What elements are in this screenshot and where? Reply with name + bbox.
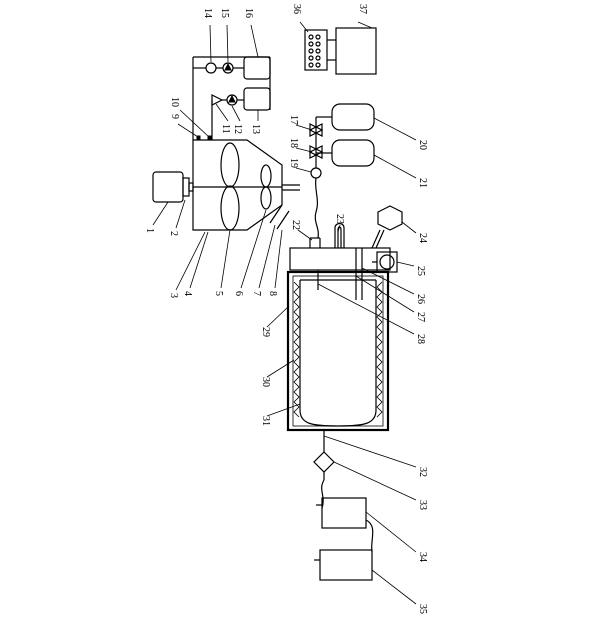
label-20: 20	[417, 140, 428, 150]
label-25: 25	[415, 266, 426, 276]
label-5: 5	[213, 291, 224, 296]
mixing-vessel	[192, 135, 300, 231]
label-33: 33	[417, 500, 428, 510]
label-13: 13	[250, 124, 261, 134]
label-36: 36	[291, 4, 302, 14]
label-19: 19	[288, 158, 299, 168]
outlet-system	[313, 430, 374, 581]
control-box	[304, 27, 377, 75]
label-31: 31	[260, 416, 271, 426]
label-26: 26	[415, 294, 426, 304]
label-28: 28	[415, 334, 426, 344]
label-2: 2	[168, 231, 179, 236]
label-22: 22	[290, 220, 301, 230]
feed-block	[192, 56, 271, 140]
label-23: 23	[334, 214, 345, 224]
label-7: 7	[251, 291, 262, 296]
label-15: 15	[219, 8, 230, 18]
label-4: 4	[182, 291, 193, 296]
label-12: 12	[232, 124, 243, 134]
reactor-body	[286, 270, 390, 432]
label-24: 24	[417, 233, 428, 243]
part-labels: 1 2 3 4 5 6 7 8 9 10 11 12 13 14 15 16 1…	[144, 4, 428, 614]
label-9: 9	[169, 114, 180, 119]
label-8: 8	[267, 291, 278, 296]
label-1: 1	[144, 228, 155, 233]
label-16: 16	[243, 8, 254, 18]
motor	[152, 171, 194, 203]
label-21: 21	[417, 178, 428, 188]
leader-lines	[152, 21, 417, 605]
label-37: 37	[357, 4, 368, 14]
label-18: 18	[288, 138, 299, 148]
label-14: 14	[202, 8, 213, 18]
label-17: 17	[288, 115, 299, 125]
label-6: 6	[233, 291, 244, 296]
gas-cylinders	[308, 103, 375, 239]
label-32: 32	[417, 467, 428, 477]
label-10: 10	[169, 97, 180, 107]
label-30: 30	[260, 377, 271, 387]
label-11: 11	[220, 124, 231, 134]
label-29: 29	[260, 327, 271, 337]
label-27: 27	[415, 312, 426, 322]
label-3: 3	[168, 293, 179, 298]
reactor-lid	[289, 205, 403, 300]
label-34: 34	[417, 552, 428, 562]
label-35: 35	[417, 604, 428, 614]
